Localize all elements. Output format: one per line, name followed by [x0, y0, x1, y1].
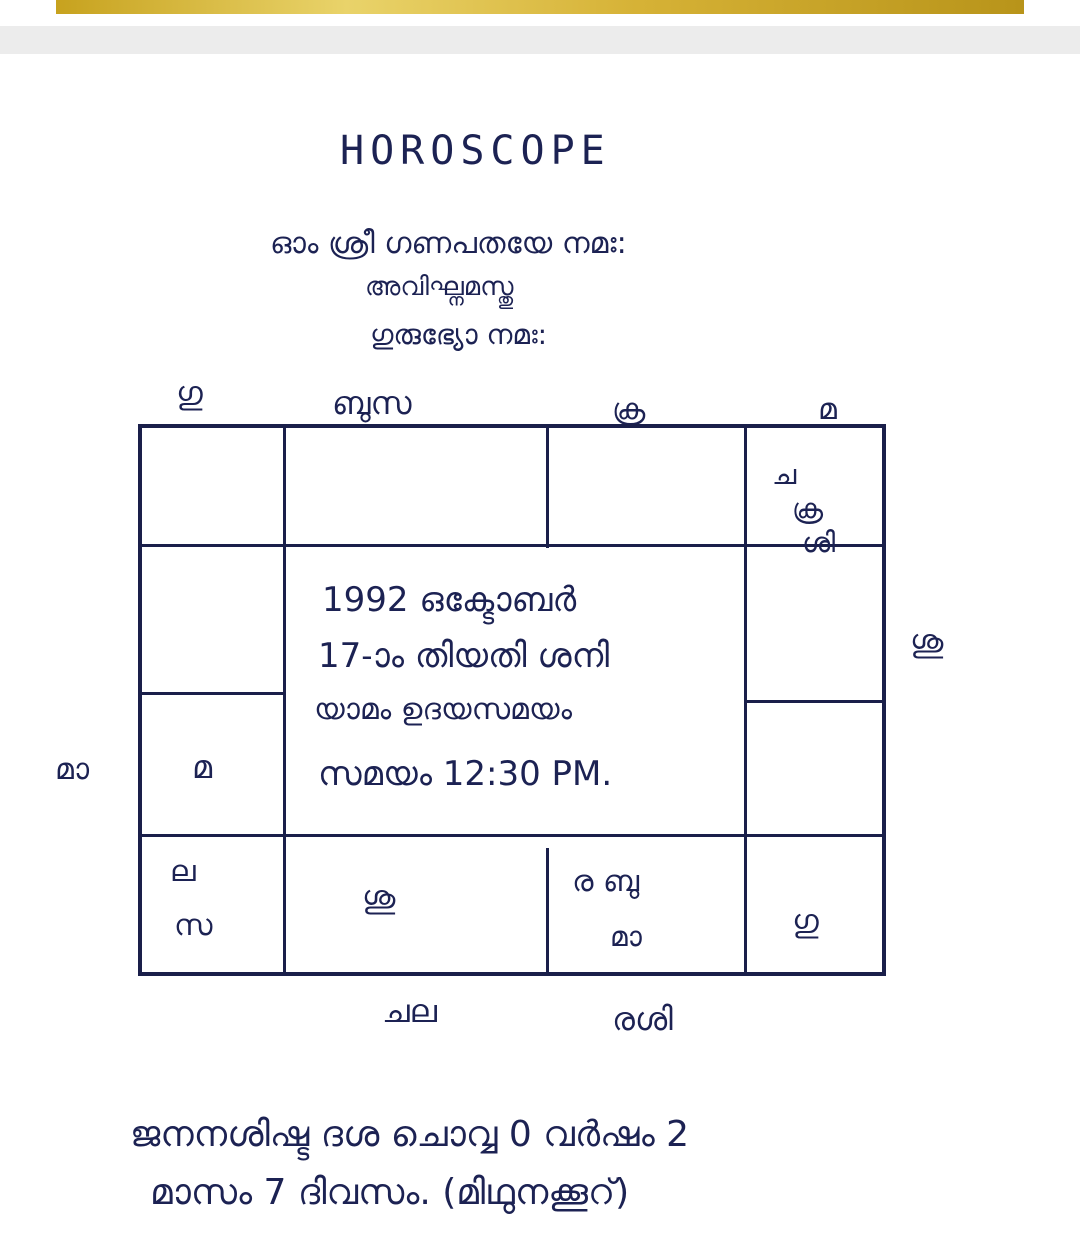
grid-line-h1	[142, 544, 882, 547]
dasa-balance-line-1: ജനനശിഷ്ട ദശ ചൊവ്വ 0 വർഷം 2	[130, 1114, 690, 1155]
top-grey-strip	[0, 26, 1080, 54]
outside-label-top-2: ബുസ	[332, 384, 412, 422]
grid-line-h3	[142, 834, 882, 837]
grid-line-v2-top	[546, 428, 549, 548]
center-period-line: യാമം ഉദയസമയം	[314, 692, 573, 727]
cell-r4c1: മ	[192, 748, 213, 786]
outside-label-bottom-1: ചല	[382, 992, 438, 1030]
outside-label-top-1: ഗു	[176, 374, 203, 412]
cell-r5c3-line2: മാ	[610, 920, 642, 953]
paper-sheet	[0, 54, 1080, 1249]
outside-label-right: ശു	[910, 622, 944, 660]
center-day-line: 17-ാം തിയതി ശനി	[318, 636, 610, 676]
outside-label-left: മാ	[55, 752, 90, 787]
cell-r5c4: ഗു	[792, 902, 819, 940]
outside-label-top-3: ക്ര	[612, 392, 646, 427]
top-gold-bar	[56, 0, 1024, 14]
grid-line-h2-left	[142, 692, 286, 695]
invocation-line-1: ഓം ശ്രീ ഗണപതയേ നമഃ:	[270, 226, 627, 261]
cell-r5c2: ശു	[362, 878, 396, 916]
dasa-balance-line-2: മാസം 7 ദിവസം. (മിഥുനക്കൂറ്)	[150, 1172, 630, 1213]
grid-line-v1	[283, 428, 286, 972]
page-title: HOROSCOPE	[340, 128, 611, 174]
invocation-line-2: അവിഘ്നമസ്തു	[365, 272, 514, 302]
center-date-line: 1992 ഒക്ടോബർ	[322, 580, 577, 620]
grid-line-h2-right	[744, 700, 884, 703]
cell-r5c1-line2: സ	[174, 908, 213, 943]
outside-label-top-4: മ	[818, 392, 837, 427]
center-time-line: സമയം 12:30 PM.	[318, 754, 613, 794]
cell-r1c4-line3: ശി	[802, 526, 836, 559]
grid-line-v2-bottom	[546, 848, 549, 972]
cell-r5c3-line1: ര ബു	[572, 864, 640, 899]
rasi-chart: ച ക്ര ശി മ ല സ ശു ര ബു മാ ഗു 1992 ഒക്ടോബ…	[138, 424, 886, 976]
cell-r1c4-line1: ച	[772, 458, 797, 491]
cell-r5c1-line1: ല	[170, 854, 196, 889]
cell-r1c4-line2: ക്ര	[792, 492, 824, 525]
invocation-line-3: ഗുരുഭ്യോ നമഃ:	[370, 318, 548, 351]
outside-label-bottom-2: രശി	[612, 1000, 673, 1038]
